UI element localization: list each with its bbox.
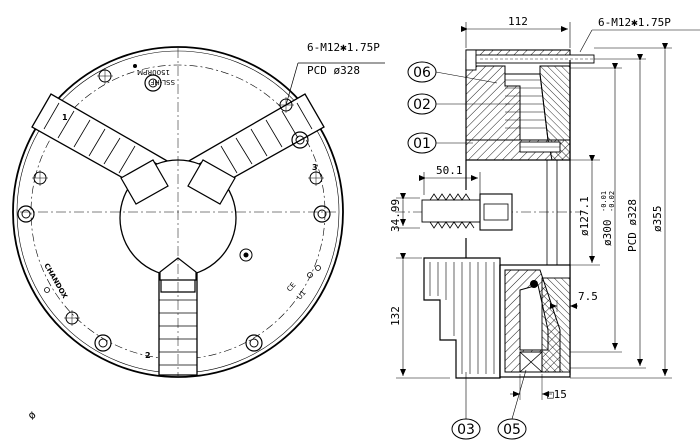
lower-jaw-section <box>423 257 571 379</box>
mounting-hole-6 <box>239 248 253 262</box>
jaw-number-3: 3 <box>312 163 318 172</box>
top-code-marking: SSL-HF <box>151 78 175 86</box>
bolt-hole-1 <box>144 74 162 92</box>
svg-text:06: 06 <box>413 65 431 81</box>
upper-body-section <box>465 49 595 161</box>
balloon-06: 06 <box>407 61 498 84</box>
dim-spigot-diameter: ø300 <box>601 220 614 247</box>
front-hole-pcd-note: PCD ø328 <box>307 64 360 77</box>
middle-body <box>421 60 571 375</box>
bolt-hole-6 <box>245 334 263 352</box>
dim-jaw-offset: 50.1 <box>436 164 463 177</box>
bolt-hole-2 <box>291 131 309 149</box>
jaw-tip-upper-left <box>120 159 169 205</box>
dim-square: □15 <box>547 388 567 401</box>
mounting-hole-3 <box>32 170 48 186</box>
jaw-tip-upper-right <box>187 159 236 205</box>
dim-jaw-height: 34.99 <box>389 199 402 232</box>
dim-outer-diameter: ø355 <box>651 206 664 233</box>
bolt-hole-5 <box>94 334 112 352</box>
dim-jaw-length: 132 <box>389 306 402 326</box>
front-view: 1500RPM SSL-HF CHANDOX CE U1 1 2 3 6-M12… <box>12 41 385 378</box>
svg-text:02: 02 <box>413 97 431 113</box>
front-hole-thread-note: 6-M12✱1.75P <box>307 41 380 54</box>
dim-width: 112 <box>508 15 528 28</box>
dim-spigot-tol-upper: -0.01 <box>600 191 608 212</box>
balloon-05: 05 <box>497 369 527 440</box>
side-view: 112 6-M12✱1.75P 50.1 34.99 132 ø127.1 ø3… <box>389 15 700 440</box>
balloon-03: 03 <box>451 372 481 440</box>
mounting-hole-4 <box>308 170 324 186</box>
bolt-hole-3 <box>17 205 35 223</box>
side-thread-note: 6-M12✱1.75P <box>598 16 671 29</box>
jaw-number-1: 1 <box>62 113 68 122</box>
mounting-hole-1 <box>97 68 113 84</box>
corner-mark: ø <box>25 408 39 422</box>
rpm-marking: 1500RPM <box>137 68 170 76</box>
balloon-02: 02 <box>407 93 510 115</box>
bolt-hole-4 <box>313 205 331 223</box>
jaw-number-2: 2 <box>145 351 151 360</box>
dim-side-pcd: PCD ø328 <box>626 199 639 252</box>
dim-spigot-tol-lower: -0.02 <box>608 191 616 212</box>
svg-text:01: 01 <box>413 136 431 152</box>
svg-text:05: 05 <box>503 422 521 438</box>
balloon-01: 01 <box>407 132 473 154</box>
dim-step: 7.5 <box>578 290 598 303</box>
svg-text:03: 03 <box>457 422 475 438</box>
dim-bore-diameter: ø127.1 <box>578 196 591 236</box>
mounting-hole-5 <box>64 310 80 326</box>
